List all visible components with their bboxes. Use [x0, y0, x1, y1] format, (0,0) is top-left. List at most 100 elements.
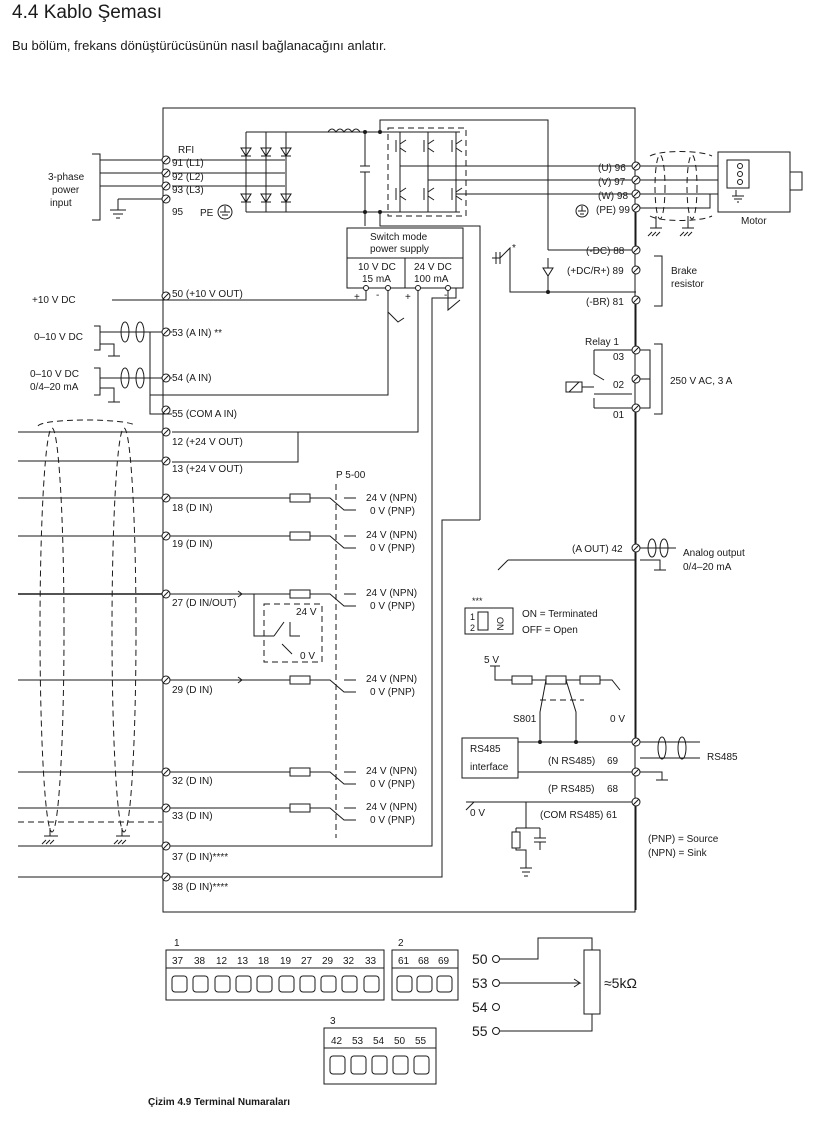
npn-19: 24 V (NPN)	[366, 530, 417, 541]
motor-label: Motor	[741, 216, 767, 227]
rs485-section: 5 V S801 0 V RS485 interface (N RS485) 6…	[461, 655, 738, 877]
section-heading: 4.4 Kablo Şeması	[12, 2, 162, 23]
pe-ground-icon	[217, 204, 233, 220]
svg-text:19: 19	[280, 956, 292, 967]
param-p5-00: P 5-00	[336, 470, 366, 481]
terminal-27: 27 (D IN/OUT)	[172, 598, 236, 609]
pot-value: ≈5kΩ	[604, 975, 637, 991]
npn-33: 24 V (NPN)	[366, 802, 417, 813]
svg-text:61: 61	[398, 956, 410, 967]
terminal-13: 13 (+24 V OUT)	[172, 464, 243, 475]
terminal-89: (+DC/R+) 89	[567, 266, 624, 277]
power-input-label-1: 3-phase	[48, 172, 85, 183]
terminal-marker	[161, 168, 171, 178]
svg-text:1: 1	[174, 938, 180, 949]
svg-text:33: 33	[365, 956, 377, 967]
pnp-29: 0 V (PNP)	[370, 687, 415, 698]
intro-text: Bu bölüm, frekans dönüştürücüsünün nasıl…	[12, 38, 387, 53]
svg-text:42: 42	[331, 1036, 343, 1047]
switch-on-mark: ON	[495, 617, 505, 631]
svg-text:54: 54	[373, 1036, 385, 1047]
power-input-label-3: input	[50, 198, 72, 209]
switch-pos-1: 1	[470, 612, 475, 622]
svg-text:68: 68	[418, 956, 430, 967]
n-rs485: (N RS485)	[548, 756, 595, 767]
rs485-interface-box	[461, 737, 519, 779]
connector-block-3: 3 42 53 54 50 55	[323, 1016, 437, 1085]
com-rs485: (COM RS485) 61	[540, 810, 618, 821]
switch-stars: ***	[472, 596, 483, 606]
npn-18: 24 V (NPN)	[366, 493, 417, 504]
psu-title-1: Switch mode	[370, 232, 428, 243]
switch-on-text: ON = Terminated	[522, 609, 598, 620]
brake-section: * (-DC) 88 (+DC/R+) 89 (-BR) 81 Brake re…	[492, 243, 704, 308]
svg-text:29: 29	[322, 956, 334, 967]
terminal-93: 93 (L3)	[172, 185, 204, 196]
analog-output-label-2: 0/4–20 mA	[683, 562, 732, 573]
terminal-97: (V) 97	[598, 177, 626, 188]
rs485-interface-1: RS485	[470, 744, 501, 755]
pe-label: PE	[200, 208, 214, 219]
analog-source-2a: 0–10 V DC	[30, 369, 79, 380]
terminal-marker	[161, 181, 171, 191]
relay-rating: 250 V AC, 3 A	[670, 376, 733, 387]
analog-output-label-1: Analog output	[683, 548, 745, 559]
legend-pnp: (PNP) = Source	[648, 834, 719, 845]
psu-right-1: 24 V DC	[414, 262, 452, 273]
connector-block-2: 2 61 68 69	[391, 938, 459, 1001]
terminal-32: 32 (D IN)	[172, 776, 213, 787]
pe-ground-icon	[575, 204, 589, 218]
analog-source-2b: 0/4–20 mA	[30, 382, 79, 393]
brake-label-1: Brake	[671, 266, 698, 277]
terminal-18: 18 (D IN)	[172, 503, 213, 514]
analog-output-section: (A OUT) 42 Analog output 0/4–20 mA	[497, 538, 745, 573]
power-input-label-2: power	[52, 185, 80, 196]
rs485-interface-2: interface	[470, 762, 509, 773]
svg-text:55: 55	[415, 1036, 427, 1047]
svg-text:18: 18	[258, 956, 270, 967]
psu-left-2: 15 mA	[362, 274, 391, 285]
analog-source-1: 0–10 V DC	[34, 332, 83, 343]
terminal-38: 38 (D IN)****	[172, 882, 228, 893]
terminal-50: 50 (+10 V OUT)	[172, 289, 243, 300]
relay-contact-03: 03	[613, 352, 625, 363]
npn-29: 24 V (NPN)	[366, 674, 417, 685]
digital-section: 12 (+24 V OUT) 13 (+24 V OUT) P 5-00 18 …	[18, 288, 480, 893]
terminal-95: 95	[172, 207, 184, 218]
terminal-12: 12 (+24 V OUT)	[172, 437, 243, 448]
svg-text:3: 3	[330, 1016, 336, 1027]
svg-text:53: 53	[352, 1036, 364, 1047]
terminal-54: 54 (A IN)	[172, 373, 211, 384]
svg-text:50: 50	[394, 1036, 406, 1047]
pnp-33: 0 V (PNP)	[370, 815, 415, 826]
npn-27: 24 V (NPN)	[366, 588, 417, 599]
psu-left-1: 10 V DC	[358, 262, 396, 273]
brake-label-2: resistor	[671, 279, 704, 290]
switch-mode-psu: Switch mode power supply 10 V DC 15 mA 2…	[149, 227, 464, 463]
connector-block-1: 1 37 38 12 13 18 19 27 29 32 33	[165, 938, 385, 1001]
pot-pin-54: 54	[472, 999, 488, 1015]
plus-10v-label: +10 V DC	[32, 295, 76, 306]
p-rs485: (P RS485)	[548, 784, 595, 795]
terminal-53: 53 (A IN) **	[172, 328, 222, 339]
pot-pin-55: 55	[472, 1023, 488, 1039]
svg-text:38: 38	[194, 956, 206, 967]
relay-title: Relay 1	[585, 337, 619, 348]
s801-label: S801	[513, 714, 537, 725]
switch-pos-2: 2	[470, 623, 475, 633]
svg-text:2: 2	[398, 938, 404, 949]
analog-inputs-section: +10 V DC 0–10 V DC 0–10 V DC 0/4–20 mA 5…	[30, 289, 243, 420]
terminal-37: 37 (D IN)****	[172, 852, 228, 863]
terminal-96: (U) 96	[598, 163, 626, 174]
terminal-33: 33 (D IN)	[172, 811, 213, 822]
power-stage	[172, 119, 636, 520]
v5-label: 5 V	[484, 655, 499, 666]
terminal-98: (W) 98	[598, 191, 628, 202]
svg-text:-: -	[444, 290, 447, 301]
svg-text:-: -	[376, 290, 379, 301]
terminal-81: (-BR) 81	[586, 297, 624, 308]
relay-contact-01: 01	[613, 410, 625, 421]
terminal-19: 19 (D IN)	[172, 539, 213, 550]
rs485-label: RS485	[707, 752, 738, 763]
